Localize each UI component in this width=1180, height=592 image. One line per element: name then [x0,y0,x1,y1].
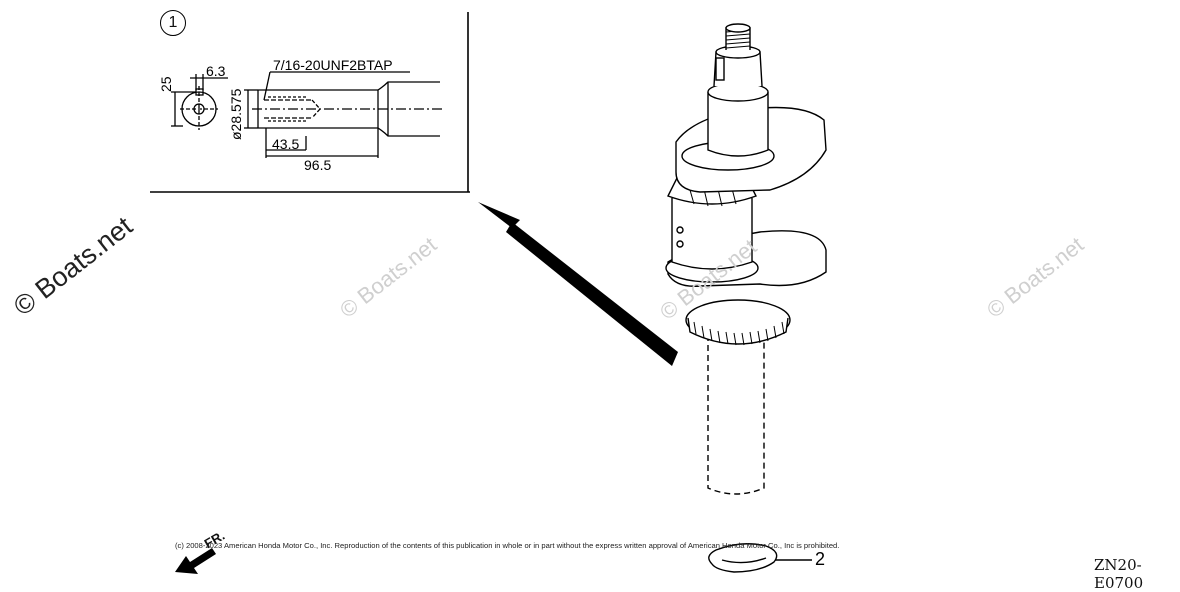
detail-pointer-arrow [478,202,678,366]
diagram-code: ZN20-E0700 [1094,556,1144,592]
detail-box-border [150,12,470,193]
tap-depth-label: 43.5 [272,136,300,152]
detail-side-view [244,71,445,158]
length-label: 96.5 [304,157,332,173]
copyright-notice: (c) 2008-2023 American Honda Motor Co., … [175,541,840,550]
crankshaft-illustration [665,23,827,495]
front-direction-arrow [175,548,216,574]
thread-spec-label: 7/16-20UNF2BTAP [273,57,393,73]
height-label: 25 [158,76,174,92]
key-width-label: 6.3 [206,63,226,79]
detail-index-label: 1 [160,10,186,36]
part-callout-2: 2 [815,549,826,569]
washer-part [708,543,812,573]
detail-end-view [171,74,228,130]
diameter-label: ø28.575 [228,88,244,140]
